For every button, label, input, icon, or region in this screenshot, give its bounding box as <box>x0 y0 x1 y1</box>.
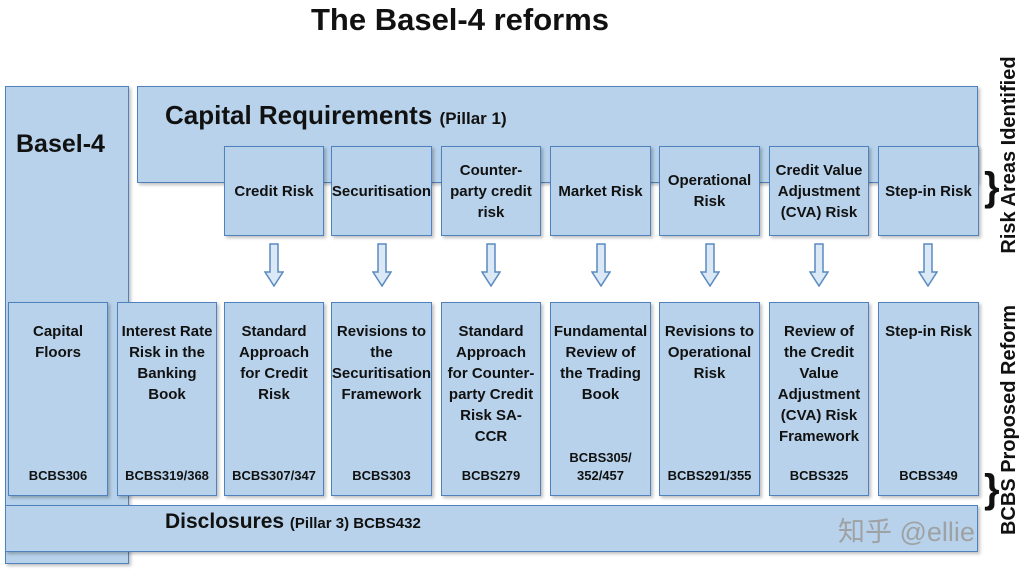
pillar3-note: (Pillar 3) BCBS432 <box>289 515 421 532</box>
reform-box-step-in: Step-in Risk BCBS349 <box>878 302 979 496</box>
reform-box-irrbb: Interest Rate Risk in the Banking Book B… <box>117 302 217 496</box>
reform-code: BCBS325 <box>789 468 849 483</box>
bcbs-proposed-reform-label: BCBS Proposed Reform <box>998 304 1020 536</box>
down-arrow-icon <box>809 243 829 287</box>
reform-name: Interest Rate Risk in the Banking Book <box>121 323 213 403</box>
reform-box-capital-floors: Capital Floors BCBS306 <box>8 302 108 496</box>
reform-code: BCBS307/347 <box>232 468 316 483</box>
watermark: 知乎 @ellie <box>838 517 975 547</box>
down-arrow-icon <box>591 243 611 287</box>
down-arrow-icon <box>481 243 501 287</box>
down-arrow-icon <box>264 243 284 287</box>
reform-box-sa-ccr: Standard Approach for Counter-party Cred… <box>441 302 541 496</box>
reform-box-frtb: Fundamental Review of the Trading Book B… <box>550 302 651 496</box>
diagram-title: The Basel-4 reforms <box>310 2 610 37</box>
risk-box-cva: Credit Value Adjustment (CVA) Risk <box>769 146 869 236</box>
reform-name: Standard Approach for Credit Risk <box>238 323 309 403</box>
reform-name: Standard Approach for Counter-party Cred… <box>447 323 535 445</box>
reform-code: BCBS291/355 <box>667 468 752 483</box>
capital-requirements-heading: Capital Requirements (Pillar 1) <box>165 100 507 131</box>
capital-requirements-label: Capital Requirements <box>165 100 433 130</box>
reform-code: BCBS305/ 352/457 <box>569 450 632 483</box>
down-arrow-icon <box>372 243 392 287</box>
reform-box-operational: Revisions to Operational Risk BCBS291/35… <box>659 302 760 496</box>
pillar1-note: (Pillar 1) <box>439 109 507 128</box>
reform-code: BCBS349 <box>899 468 958 483</box>
reform-name: Revisions to Operational Risk <box>664 323 755 382</box>
disclosures-label: Disclosures <box>165 510 285 533</box>
risk-box-securitisation: Securitisation <box>331 146 432 236</box>
risk-box-counterparty: Counter-party credit risk <box>441 146 541 236</box>
brace-icon: } <box>984 467 1000 511</box>
reform-box-sa-credit-risk: Standard Approach for Credit Risk BCBS30… <box>224 302 324 496</box>
reform-name: Revisions to the Securitisation Framewor… <box>331 323 432 403</box>
risk-box-operational: Operational Risk <box>659 146 760 236</box>
reform-name: Fundamental Review of the Trading Book <box>553 323 648 403</box>
reform-name: Step-in Risk <box>885 323 972 340</box>
down-arrow-icon <box>700 243 720 287</box>
reform-box-cva: Review of the Credit Value Adjustment (C… <box>769 302 869 496</box>
reform-code: BCBS279 <box>461 468 521 483</box>
disclosures-panel <box>5 505 978 552</box>
reform-code: BCBS306 <box>28 468 88 483</box>
reform-code: BCBS303 <box>352 468 411 483</box>
down-arrow-icon <box>918 243 938 287</box>
risk-areas-identified-label: Risk Areas Identified <box>998 56 1020 254</box>
reform-name: Review of the Credit Value Adjustment (C… <box>777 323 861 445</box>
reform-code: BCBS319/368 <box>125 468 209 483</box>
reform-box-securitisation: Revisions to the Securitisation Framewor… <box>331 302 432 496</box>
brace-icon: } <box>984 165 1000 209</box>
basel4-label: Basel-4 <box>16 130 105 158</box>
disclosures-heading: Disclosures (Pillar 3) BCBS432 <box>165 510 421 534</box>
risk-box-credit: Credit Risk <box>224 146 324 236</box>
reform-name: Capital Floors <box>32 323 83 361</box>
risk-box-step-in: Step-in Risk <box>878 146 979 236</box>
risk-box-market: Market Risk <box>550 146 651 236</box>
